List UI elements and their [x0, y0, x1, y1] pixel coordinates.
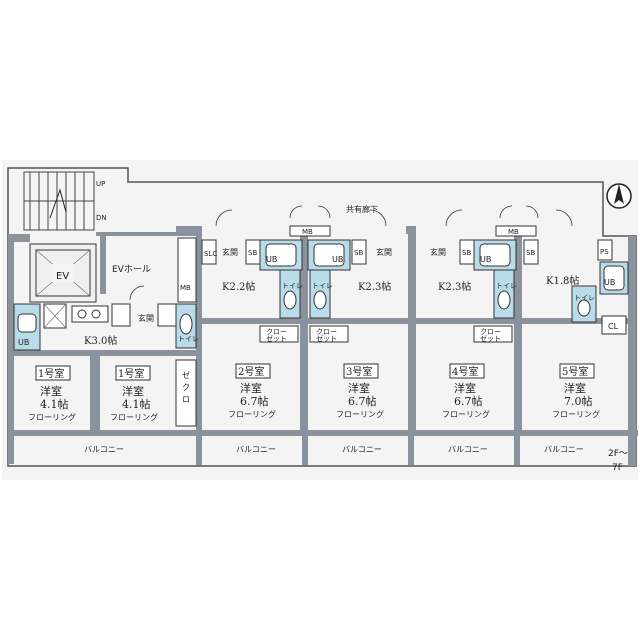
unit1-ub-label: UB	[18, 338, 29, 347]
unit5-number: 5号室	[562, 365, 588, 378]
unit2-closet-l1: クロー	[266, 328, 287, 336]
unit2-size: 6.7帖	[240, 395, 269, 408]
unit1a-room: 1号室 洋室 4.1帖 フローリング	[28, 365, 76, 422]
unit1-closet-1: ゼ	[182, 370, 190, 380]
unit3-kitchen-label: K2.3帖	[358, 280, 391, 293]
unit3-sb-label: SB	[354, 249, 363, 257]
unit3-floor: フローリング	[336, 409, 384, 419]
unit1b-room: 1号室 洋室 4.1帖 フローリング	[110, 365, 158, 422]
elevator	[29, 243, 97, 303]
unit1-mb-label: MB	[180, 284, 191, 292]
unit1b-floor: フローリング	[110, 412, 158, 422]
balcony-label-2: バルコニー	[236, 445, 276, 454]
unit5-wet-area	[523, 239, 629, 335]
elevator-label: EV	[56, 271, 69, 282]
unit4-kitchen-label: K2.3帖	[438, 280, 471, 293]
unit3-number: 3号室	[346, 365, 372, 378]
balcony-label-3: バルコニー	[342, 445, 382, 454]
unit2-sb-label: SB	[248, 249, 257, 257]
unit2-type: 洋室	[240, 381, 262, 395]
unit3-type: 洋室	[348, 381, 370, 395]
unit5-ub-label: UB	[604, 278, 615, 287]
mb-label-1: MB	[302, 228, 313, 236]
unit1a-type: 洋室	[40, 384, 62, 398]
unit3-entrance-label: 玄関	[376, 247, 392, 257]
unit4-ub-label: UB	[480, 255, 491, 264]
unit4-number: 4号室	[452, 365, 478, 378]
unit4-room: 4号室 洋室 6.7帖 フローリング	[442, 363, 490, 419]
unit2-wet-area	[201, 239, 303, 343]
balcony-label-4: バルコニー	[448, 445, 488, 454]
unit2-kitchen-label: K2.2帖	[222, 280, 255, 293]
unit2-toilet-label: トイレ	[282, 282, 303, 290]
unit4-sb-label: SB	[462, 249, 471, 257]
unit2-ub-label: UB	[266, 255, 277, 264]
north-arrow-icon	[606, 183, 632, 209]
unit4-entrance-label: 玄関	[430, 247, 446, 257]
unit1a-floor: フローリング	[28, 412, 76, 422]
staircase	[23, 171, 95, 231]
floor-range-top: 2F～	[608, 449, 628, 459]
unit4-size: 6.7帖	[454, 395, 483, 408]
doors	[129, 205, 573, 301]
unit1-closet-2: ク	[182, 383, 190, 392]
unit5-ps-label: PS	[600, 248, 609, 256]
unit4-floor: フローリング	[442, 409, 490, 419]
unit3-wet-area	[307, 239, 367, 343]
unit1-toilet-label: トイレ	[178, 335, 199, 343]
unit3-ub-label: UB	[332, 255, 343, 264]
unit3-closet-l1: クロー	[316, 328, 337, 336]
unit1-entrance-label: 玄関	[138, 313, 154, 323]
unit5-room: 5号室 洋室 7.0帖 フローリング	[552, 363, 600, 419]
unit1-kitchen-label: K3.0帖	[84, 334, 117, 347]
unit1b-size: 4.1帖	[122, 398, 151, 411]
unit4-closet-l1: クロー	[480, 328, 501, 336]
unit4-toilet-label: トイレ	[496, 282, 517, 290]
unit2-entrance-label: 玄関	[222, 247, 238, 257]
balcony-label-5: バルコニー	[544, 445, 584, 454]
unit1-wet-area	[13, 237, 197, 427]
unit4-closet-l2: ゼット	[480, 334, 501, 343]
stairs-up-label: UP	[96, 180, 105, 188]
unit2-number: 2号室	[238, 365, 264, 378]
unit4-type: 洋室	[454, 381, 476, 395]
unit1b-number: 1号室	[118, 367, 144, 380]
unit5-sb-label: SB	[526, 249, 535, 257]
unit3-closet-l2: ゼット	[316, 334, 337, 343]
unit5-kitchen-label: K1.8帖	[546, 274, 579, 287]
unit5-size: 7.0帖	[564, 395, 593, 408]
mb-label-2: MB	[508, 228, 519, 236]
unit2-floor: フローリング	[228, 409, 276, 419]
unit3-size: 6.7帖	[348, 395, 377, 408]
ev-hall-label: EVホール	[112, 264, 151, 275]
floor-range-bottom: 7F	[612, 463, 623, 473]
unit5-type: 洋室	[564, 381, 586, 395]
unit2-room: 2号室 洋室 6.7帖 フローリング	[228, 363, 276, 419]
unit1a-number: 1号室	[38, 367, 64, 380]
unit5-cl-label: CL	[608, 322, 619, 331]
structural-walls	[8, 226, 638, 466]
balcony-label-1: バルコニー	[84, 445, 124, 454]
unit1-closet-3: ロ	[182, 395, 190, 404]
corridor-label: 共有廊下	[346, 204, 378, 214]
unit1b-type: 洋室	[122, 384, 144, 398]
unit3-room: 3号室 洋室 6.7帖 フローリング	[336, 363, 384, 419]
unit5-toilet-label: トイレ	[574, 294, 595, 302]
unit2-closet-l2: ゼット	[266, 334, 287, 343]
stairs-down-label: DN	[96, 214, 107, 222]
meter-boxes	[289, 225, 537, 237]
unit3-toilet-label: トイレ	[312, 282, 333, 290]
unit1a-size: 4.1帖	[40, 398, 69, 411]
unit4-wet-area	[459, 239, 517, 343]
unit2-slc-label: SLC	[204, 250, 217, 258]
unit5-floor: フローリング	[552, 409, 600, 419]
